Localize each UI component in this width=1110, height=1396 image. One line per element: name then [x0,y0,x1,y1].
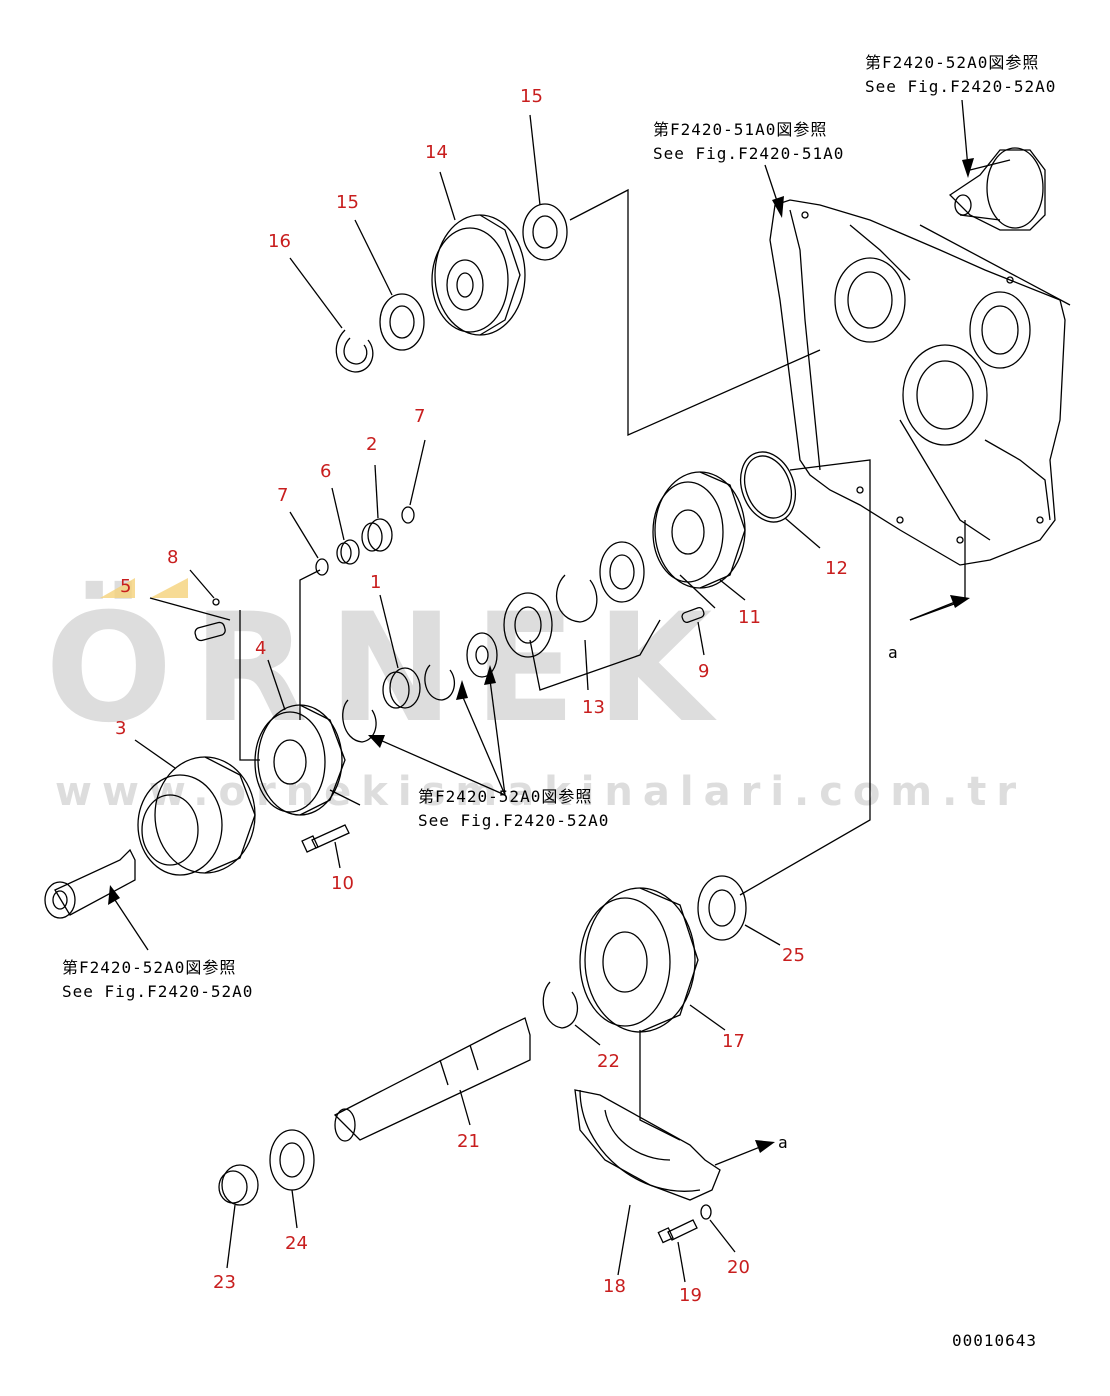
input-shaft [44,848,136,919]
watermark: ÖRNEK www.ornekismakinalari.com.tr [45,580,1026,815]
ref-middle-en: See Fig.F2420-52A0 [418,811,609,830]
snap-ring-mid [424,664,456,701]
callout-5: 5 [120,576,131,597]
callout-21: 21 [457,1131,480,1152]
part-15-bearing-lower [379,293,425,351]
highlight-marker-b [150,578,188,598]
callout-15-upper: 15 [520,86,543,107]
callout-4: 4 [255,638,266,659]
part-8-ball [212,598,220,606]
callout-11: 11 [738,607,761,628]
callout-17: 17 [722,1031,745,1052]
part-9-pin [681,607,705,623]
part-3-ring-gear [137,756,256,876]
part-25-bearing [697,875,747,941]
callout-7-upper: 7 [414,406,425,427]
part-6-needle-bearing [336,539,360,565]
callout-6: 6 [320,461,331,482]
part-7-washer-lower [315,558,329,576]
part-24-bearing [269,1129,315,1191]
flange-part [948,147,1046,231]
part-10-bolt [301,824,350,853]
callout-13: 13 [582,697,605,718]
callout-23: 23 [213,1272,236,1293]
part-1-roller-bearing [382,667,421,709]
callout-18: 18 [603,1276,626,1297]
callout-19: 19 [679,1285,702,1306]
callout-20: 20 [727,1257,750,1278]
part-2-bearing [361,518,393,552]
part-21-shaft [333,1017,531,1142]
part-13-bearing-a [599,541,645,603]
drawing-number: 00010643 [952,1331,1037,1350]
callout-14: 14 [425,142,448,163]
ref-bottom-left-jp: 第F2420-52A0図参照 [62,958,236,977]
sun-gear-small [466,632,498,678]
callout-2: 2 [366,434,377,455]
part-5-pin [194,621,226,642]
part-7-washer-upper [401,506,415,524]
callout-15-lower: 15 [336,192,359,213]
arrow-label-a-upper: a [888,643,899,662]
snap-ring-left [342,699,377,743]
part-13-bearing-b [503,592,553,658]
part-20-washer [700,1204,712,1220]
part-16-snap-ring [335,329,374,373]
callout-22: 22 [597,1051,620,1072]
callout-25: 25 [782,945,805,966]
callout-8: 8 [167,547,178,568]
part-14-gear [431,214,526,336]
watermark-url: www.ornekismakinalari.com.tr [55,769,1026,815]
callout-16: 16 [268,231,291,252]
part-12-o-ring [739,451,797,523]
ref-case-jp: 第F2420-51A0図参照 [653,120,827,139]
part-11-gear [652,471,746,589]
ref-bottom-left-en: See Fig.F2420-52A0 [62,982,253,1001]
part-13-snap-ring [556,574,598,623]
arrow-label-a-lower: a [778,1133,789,1152]
part-19-bolt [657,1219,698,1244]
part-23-sleeve [218,1164,259,1206]
assembly-lines [149,188,1071,1141]
callout-leaders [134,114,821,1283]
ref-middle-jp: 第F2420-52A0図参照 [418,787,592,806]
part-15-bearing-upper [522,203,568,261]
ref-case-en: See Fig.F2420-51A0 [653,144,844,163]
highlight-marker-a [100,578,135,598]
callout-1: 1 [370,572,381,593]
ref-top-right-en: See Fig.F2420-52A0 [865,77,1056,96]
callout-10: 10 [331,873,354,894]
part-18-guard [574,1089,721,1201]
reference-arrows [108,99,974,1166]
ref-top-right-jp: 第F2420-52A0図参照 [865,53,1039,72]
transmission-case [769,199,1066,566]
watermark-brand: ÖRNEK [45,580,732,756]
part-17-gear [579,887,699,1033]
part-22-snap-ring [542,981,579,1029]
callout-24: 24 [285,1233,308,1254]
callout-12: 12 [825,558,848,579]
callout-7-lower: 7 [277,485,288,506]
callout-9: 9 [698,661,709,682]
callout-3: 3 [115,718,126,739]
